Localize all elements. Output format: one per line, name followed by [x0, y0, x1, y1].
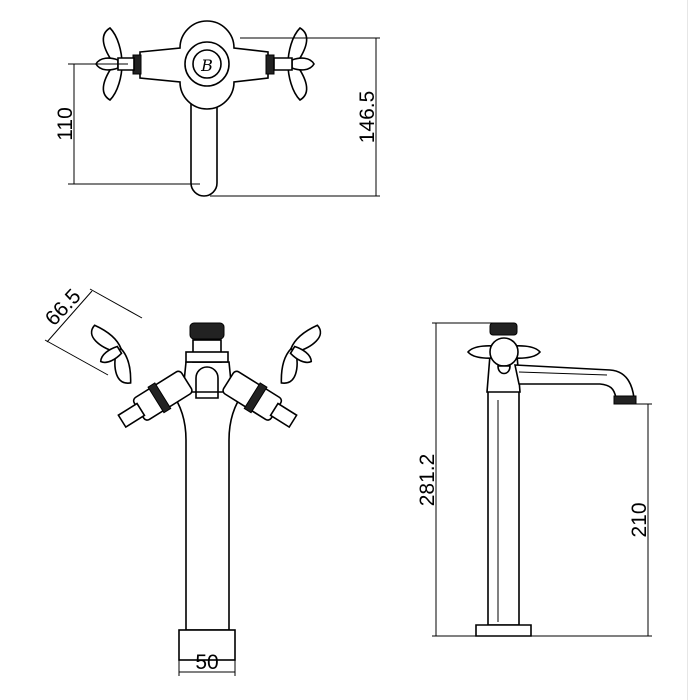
side-view-spout: [514, 364, 635, 399]
side-view-base: [475, 624, 532, 637]
front-view-right-valve: [222, 370, 298, 429]
front-view-knurled-cap: [189, 322, 225, 340]
top-view-right-handle: [273, 26, 315, 102]
side-view-column: [487, 392, 520, 626]
side-view-knurled-cap: [489, 322, 518, 336]
front-view-base: [178, 629, 236, 661]
top-view-hub-inner: [192, 49, 222, 79]
front-view: 66.5 50: [41, 285, 322, 676]
side-view: 281.2 210: [416, 322, 652, 637]
front-view-left-valve: [117, 370, 193, 429]
front-view-column: [170, 391, 245, 631]
top-view-hub: [184, 41, 230, 87]
page-edge-line: [687, 0, 688, 700]
side-view-aerator: [613, 395, 637, 405]
brand-mark: B: [200, 56, 213, 75]
front-view-left-handle: [90, 324, 132, 384]
dim-146-5: 146.5: [356, 91, 379, 144]
top-view-right-collar: [265, 54, 275, 75]
dim-50: 50: [195, 651, 218, 674]
dim-210: 210: [628, 502, 651, 537]
dim-110: 110: [54, 107, 77, 140]
side-view-handle: [466, 337, 542, 375]
top-view: B 110 146.5: [54, 20, 380, 197]
dim-66-5: 66.5: [41, 285, 86, 331]
dim-281-2: 281.2: [416, 454, 439, 507]
front-view-right-handle: [280, 324, 322, 384]
